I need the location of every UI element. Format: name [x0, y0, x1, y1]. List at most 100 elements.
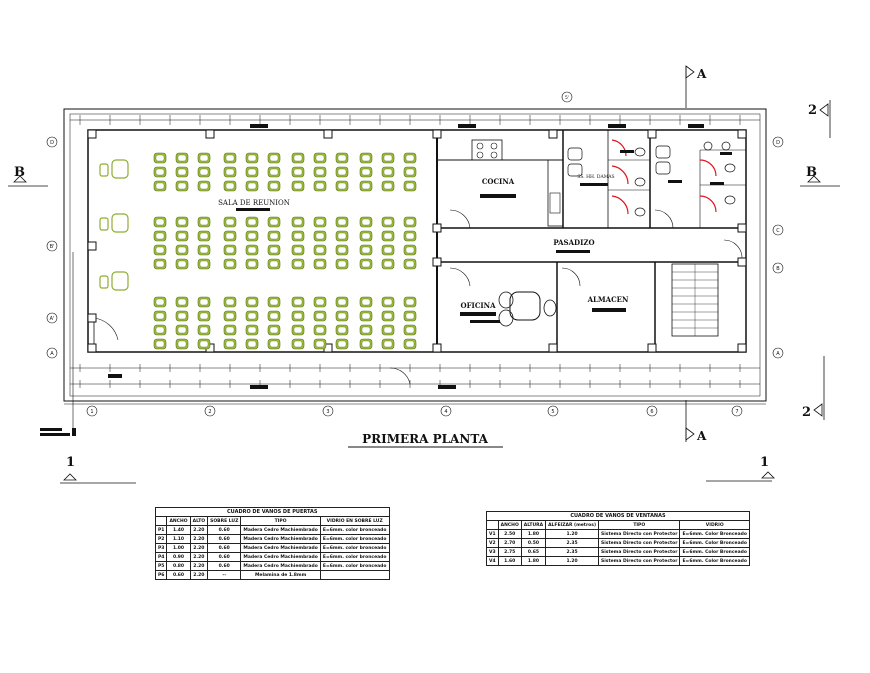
chair-icon	[267, 216, 281, 228]
section-b-right: B	[806, 165, 817, 180]
chair-icon	[223, 166, 237, 178]
outer-boundary	[63, 108, 767, 402]
chair-icon	[291, 244, 305, 256]
grid-marker	[646, 405, 658, 417]
table-cell: 0.60	[166, 570, 191, 580]
chair-icon	[223, 230, 237, 242]
table-cell: V2	[486, 538, 499, 548]
grid-label: 4	[444, 409, 447, 415]
section-1-left: 1	[66, 455, 75, 470]
chair-icon	[359, 230, 373, 242]
chair-icon	[335, 230, 349, 242]
structural-column	[432, 257, 442, 267]
table-header: TIPO	[598, 520, 681, 530]
table-cell: 2.35	[545, 538, 600, 548]
chair-icon	[359, 324, 373, 336]
chair-icon	[403, 324, 417, 336]
chair-icon	[313, 244, 327, 256]
chair-icon	[313, 324, 327, 336]
chair-icon	[335, 310, 349, 322]
chair-icon	[153, 166, 167, 178]
window-schedule-table: CUADRO DE VANOS DE VENTANAS ANCHO ALTURA…	[486, 511, 750, 566]
table-cell: 2.20	[189, 570, 209, 580]
table-cell: E=6mm. color bronceado	[319, 534, 390, 544]
section-b-left: B	[14, 165, 25, 180]
room-label-almacen: ALMACEN	[587, 295, 629, 304]
chair-icon	[403, 230, 417, 242]
grid-marker	[46, 136, 58, 148]
structural-column	[737, 223, 747, 233]
structural-column	[737, 129, 747, 139]
table-cell: 1.20	[545, 556, 600, 566]
chair-icon	[197, 258, 211, 270]
structural-column	[87, 241, 97, 251]
chair-icon	[245, 180, 259, 192]
chair-icon	[313, 216, 327, 228]
grid-label: 1	[90, 409, 93, 415]
table-header: TIPO	[240, 516, 321, 526]
table-cell: Sistema Directo con Protector	[598, 547, 681, 557]
chair-icon	[291, 216, 305, 228]
chair-icon	[223, 338, 237, 350]
chair-icon	[313, 338, 327, 350]
table-cell: 2.20	[189, 543, 209, 553]
table-cell: 0.60	[207, 525, 242, 535]
chair-icon	[359, 258, 373, 270]
structural-column	[432, 223, 442, 233]
chair-icon	[223, 296, 237, 308]
section-a-bottom: A	[696, 429, 707, 443]
grid-marker	[772, 347, 784, 359]
chair-icon	[197, 338, 211, 350]
table-header: ALTURA	[520, 520, 547, 530]
chair-icon	[335, 216, 349, 228]
table-cell: P6	[154, 570, 168, 580]
chair-icon	[197, 216, 211, 228]
grid-marker	[46, 240, 58, 252]
inner-wall	[87, 129, 747, 353]
table-cell: 0.65	[520, 547, 547, 557]
table-cell: 1.00	[166, 543, 191, 553]
table-header: ANCHO	[166, 516, 191, 526]
table-header: ALTO	[189, 516, 209, 526]
grid-label: A	[776, 351, 780, 357]
door-schedule-table: CUADRO DE VANOS DE PUERTAS ANCHO ALTO SO…	[154, 507, 390, 580]
chair-icon	[153, 230, 167, 242]
table-cell: E=6mm. color bronceado	[319, 525, 390, 535]
chair-icon	[381, 296, 395, 308]
table-cell: 0.60	[207, 543, 242, 553]
table-cell: Madera Cedro Machiembrado	[240, 552, 321, 562]
chair-icon	[245, 166, 259, 178]
chair-icon	[197, 230, 211, 242]
chair-icon	[197, 296, 211, 308]
chair-icon	[153, 324, 167, 336]
chair-icon	[153, 180, 167, 192]
table-cell: 2.20	[189, 525, 209, 535]
chair-icon	[291, 324, 305, 336]
window-schedule-header: ANCHO ALTURA ALFEIZAR (metros) TIPO VIDR…	[486, 520, 750, 530]
chair-icon	[175, 338, 189, 350]
grid-marker	[204, 405, 216, 417]
chair-icon	[381, 230, 395, 242]
chair-icon	[267, 244, 281, 256]
chair-icon	[175, 296, 189, 308]
chair-icon	[313, 296, 327, 308]
structural-column	[647, 129, 657, 139]
table-cell: E=6mm. Color Bronceado	[679, 556, 750, 566]
table-cell: 1.60	[497, 556, 522, 566]
chair-icon	[267, 230, 281, 242]
grid-marker	[322, 405, 334, 417]
chair-icon	[381, 152, 395, 164]
chair-icon	[197, 324, 211, 336]
grid-marker	[772, 262, 784, 274]
chair-icon	[313, 166, 327, 178]
chair-icon	[197, 244, 211, 256]
meeting-chairs	[153, 152, 417, 350]
structural-column	[87, 129, 97, 139]
table-cell: Madera Cedro Machiembrado	[240, 543, 321, 553]
chair-icon	[313, 180, 327, 192]
chair-icon	[267, 324, 281, 336]
chair-icon	[245, 324, 259, 336]
table-cell: 1.20	[545, 529, 600, 539]
